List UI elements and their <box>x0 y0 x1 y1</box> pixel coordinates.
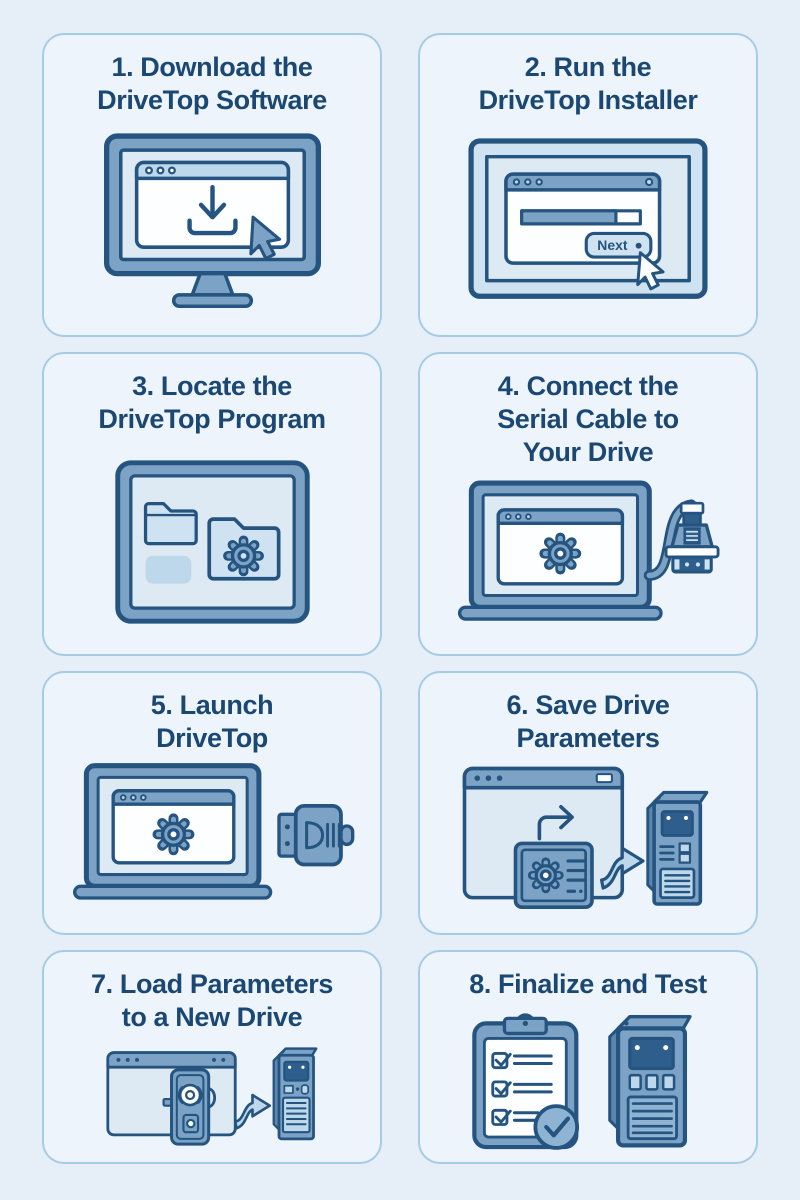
step-4-title: 4. Connect the Serial Cable to Your Driv… <box>497 371 679 467</box>
cursor-icon <box>636 251 665 291</box>
file-placeholder <box>145 555 191 584</box>
monitor-download-icon <box>54 121 370 325</box>
curved-arrow-icon <box>599 846 645 890</box>
installer-progress-icon: Next <box>430 121 746 325</box>
step-card-7: 7. Load Parameters to a New Drive <box>42 950 382 1164</box>
folder-icon <box>143 501 198 546</box>
step-3-title: 3. Locate the DriveTop Program <box>98 371 326 434</box>
step-card-6: 6. Save Drive Parameters <box>418 671 758 935</box>
clipboard-icon <box>472 1013 580 1150</box>
step-2-title: 2. Run the DriveTop Installer <box>478 52 698 115</box>
checklist-row-2 <box>491 1080 553 1098</box>
gear-icon <box>152 813 195 856</box>
parameter-card-icon <box>513 841 594 909</box>
load-parameters-icon <box>54 1038 370 1152</box>
gear-icon <box>527 857 564 894</box>
gear-icon <box>539 532 582 575</box>
step-card-3: 3. Locate the DriveTop Program <box>42 352 382 656</box>
program-folder-icon <box>206 517 280 581</box>
serial-connector-icon <box>664 501 720 574</box>
curved-arrow-icon <box>233 1093 272 1130</box>
laptop-connector-icon <box>54 759 370 923</box>
step-7-title: 7. Load Parameters to a New Drive <box>91 969 333 1032</box>
step-card-8: 8. Finalize and Test <box>418 950 758 1164</box>
checklist-drive-icon <box>430 1005 746 1152</box>
gear-icon <box>222 535 264 577</box>
progress-bar <box>520 209 642 226</box>
step-6-title: 6. Save Drive Parameters <box>506 690 670 753</box>
checkmark-badge-icon <box>533 1104 580 1150</box>
step-card-5: 5. Launch DriveTop <box>42 671 382 935</box>
download-arrow-icon <box>186 185 238 236</box>
parameter-device-icon <box>162 1068 217 1146</box>
drive-unit-icon <box>608 1014 692 1148</box>
save-parameters-icon <box>430 759 746 923</box>
step-card-4: 4. Connect the Serial Cable to Your Driv… <box>418 352 758 656</box>
step-card-1: 1. Download the DriveTop Software <box>42 33 382 337</box>
step-1-title: 1. Download the DriveTop Software <box>97 52 327 115</box>
next-button-label: Next <box>597 237 628 253</box>
checklist-row-1 <box>491 1051 553 1070</box>
step-card-2: 2. Run the DriveTop Installer <box>418 33 758 337</box>
next-button-illustration: Next <box>584 231 653 259</box>
step-8-title: 8. Finalize and Test <box>469 969 707 999</box>
plug-connector-icon <box>277 803 355 867</box>
checklist-row-3 <box>491 1108 540 1126</box>
export-arrow-icon <box>537 804 574 841</box>
laptop-serial-cable-icon <box>430 473 746 644</box>
file-explorer-folders-icon <box>54 440 370 644</box>
drive-unit-icon <box>272 1047 318 1141</box>
drive-unit-icon <box>646 790 709 906</box>
cursor-icon <box>248 216 281 261</box>
step-5-title: 5. Launch DriveTop <box>150 690 274 753</box>
